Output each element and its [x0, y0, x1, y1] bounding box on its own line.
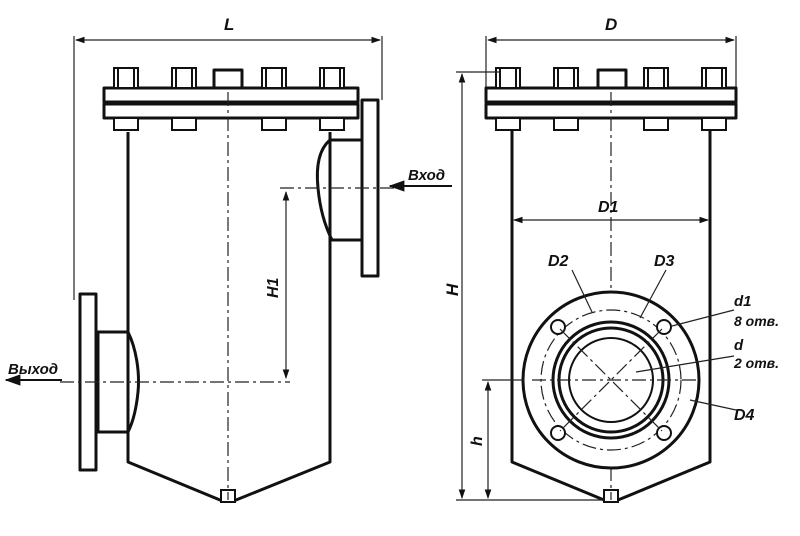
leader-d1: [671, 309, 735, 327]
bolt: [171, 67, 197, 131]
top-vent-nozzle: [212, 68, 244, 90]
bolt: [495, 67, 521, 131]
bolt: [113, 67, 139, 131]
bolt-hole: [656, 425, 672, 441]
label-D: D: [605, 15, 617, 34]
front-view: [456, 36, 738, 503]
side-view: [60, 36, 404, 503]
label-inlet: Вход: [408, 167, 445, 184]
bolt: [261, 67, 287, 131]
label-D4: D4: [734, 407, 755, 424]
bolt: [319, 67, 345, 131]
cover-flange-upper: [102, 86, 360, 104]
label-D1: D1: [598, 199, 619, 216]
flange-diagonal-centerline: [559, 328, 663, 432]
inlet-nozzle: [315, 138, 364, 242]
bolt-hole: [550, 425, 566, 441]
leader-D3: [639, 269, 667, 319]
label-H1: H1: [265, 277, 282, 298]
label-L: L: [224, 15, 234, 34]
label-d: d: [734, 337, 744, 354]
cover-bolts-front: [495, 67, 727, 131]
outlet-nozzle: [96, 330, 140, 434]
label-d1-count: 8 отв.: [734, 313, 779, 329]
flange-diagonal-centerline: [559, 328, 663, 432]
leader-D4: [689, 399, 737, 411]
housing-body: [126, 132, 332, 502]
label-d-count: 2 отв.: [733, 355, 779, 371]
label-D2: D2: [548, 253, 569, 270]
bolt: [701, 67, 727, 131]
label-d1: d1: [734, 293, 752, 310]
label-H: H: [443, 283, 462, 296]
bolt: [643, 67, 669, 131]
cover-flange-lower: [102, 102, 360, 120]
leader-D2: [571, 269, 593, 313]
label-h: h: [469, 436, 486, 446]
label-outlet: Выход: [8, 361, 58, 378]
cover-bolts-side: [113, 67, 345, 131]
leader-d: [635, 355, 735, 373]
front-top-vent-nozzle: [596, 68, 628, 90]
label-D3: D3: [654, 253, 675, 270]
bolt: [553, 67, 579, 131]
